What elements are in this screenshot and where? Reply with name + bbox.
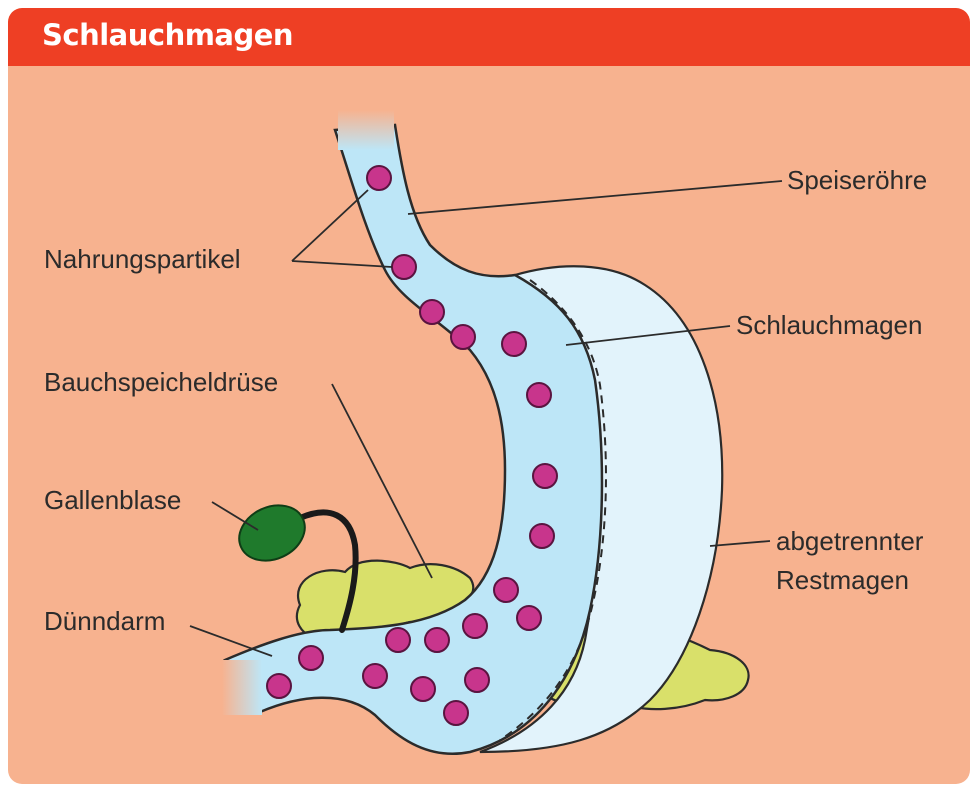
esophagus-fade	[338, 110, 394, 150]
gallbladder-shape	[230, 495, 314, 571]
particle	[386, 628, 410, 652]
leader-bauchspeicheldruese	[332, 384, 432, 578]
particle	[533, 464, 557, 488]
leader-nahrungspartikel-2	[292, 261, 392, 267]
label-nahrungspartikel: Nahrungspartikel	[44, 244, 241, 274]
label-abgetrennter-restmagen-line2: Restmagen	[776, 565, 909, 595]
particle	[517, 606, 541, 630]
sleeve-stomach-tube	[225, 125, 602, 754]
particle	[363, 664, 387, 688]
particle	[420, 300, 444, 324]
label-gallenblase: Gallenblase	[44, 485, 181, 515]
leader-speiseroehre	[408, 181, 782, 214]
particle	[367, 166, 391, 190]
label-speiseroehre: Speiseröhre	[787, 165, 927, 195]
particle	[527, 383, 551, 407]
particle	[425, 628, 449, 652]
particle	[463, 614, 487, 638]
leader-abgetrennter-restmagen	[710, 541, 770, 546]
leader-nahrungspartikel-1	[292, 190, 368, 261]
leader-duenndarm	[190, 626, 272, 656]
particle	[530, 524, 554, 548]
particle	[267, 674, 291, 698]
duodenum-fade	[222, 660, 262, 715]
particle	[444, 701, 468, 725]
label-abgetrennter-restmagen-line1: abgetrennter	[776, 526, 924, 556]
particle	[502, 332, 526, 356]
particle	[299, 646, 323, 670]
label-schlauchmagen: Schlauchmagen	[736, 310, 922, 340]
particle	[465, 668, 489, 692]
label-duenndarm: Dünndarm	[44, 606, 165, 636]
particle	[392, 255, 416, 279]
label-bauchspeicheldruese: Bauchspeicheldrüse	[44, 367, 278, 397]
particle	[411, 677, 435, 701]
particle	[494, 578, 518, 602]
particle	[451, 325, 475, 349]
